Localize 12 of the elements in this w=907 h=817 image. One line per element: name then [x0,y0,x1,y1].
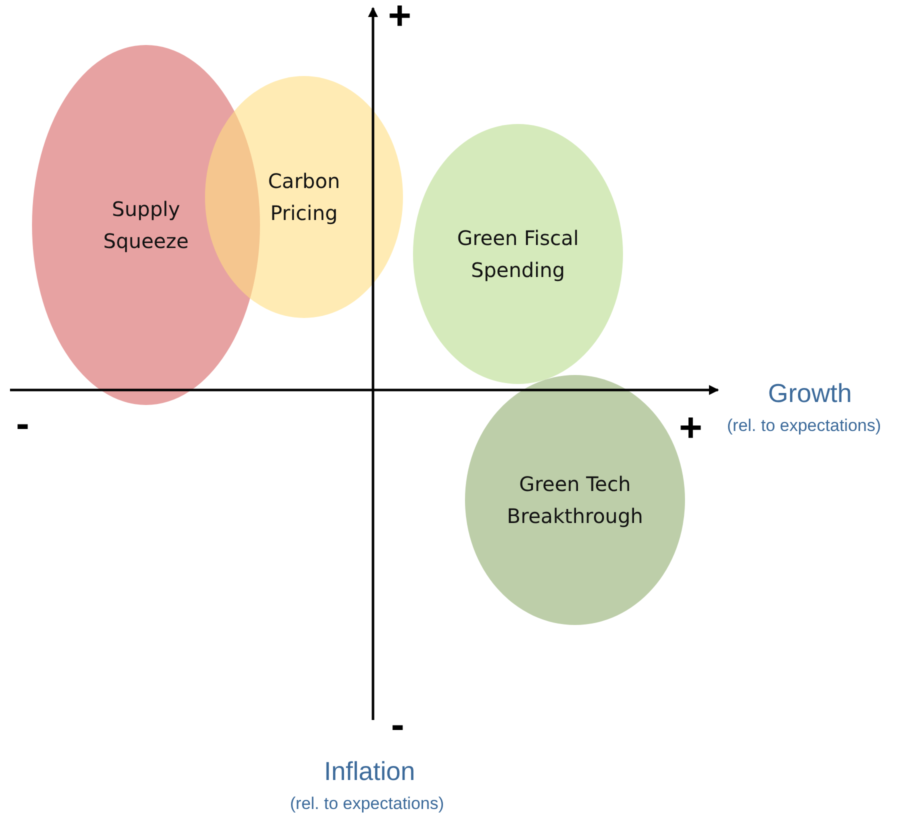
scenario-label: Supply Squeeze [102,196,190,255]
axis-subtitle: (rel. to expectations) [727,416,882,436]
minus-sign: - [16,402,30,447]
axis-subtitle: (rel. to expectations) [290,794,444,814]
axis-title: Growth [768,378,852,409]
scenario-label: Green Fiscal Spending [456,225,580,284]
axis-title: Inflation [324,756,416,787]
minus-sign: - [391,703,404,748]
scenario-label: Green Tech Breakthrough [506,471,644,530]
scenario-label: Carbon Pricing [266,168,342,227]
plus-sign: + [679,406,702,451]
plus-sign: + [388,0,412,39]
